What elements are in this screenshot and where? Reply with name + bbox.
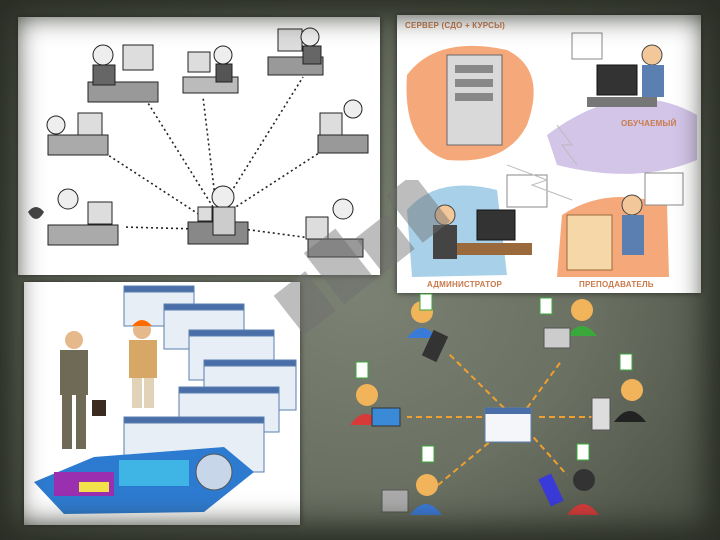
user-monitor-icon — [381, 445, 442, 515]
admin-label: АДМИНИСТРАТОР — [427, 280, 503, 289]
lms-roles-diagram: СЕРВЕР (СДО + КУРСЫ) ОБУЧАЕМЫЙ АДМИНИСТР… — [397, 15, 701, 293]
communication-hub-diagram — [312, 290, 707, 530]
user-phone-icon — [407, 293, 449, 363]
machine-part-icon — [34, 447, 254, 514]
person-at-computer-2-icon — [182, 45, 239, 94]
engineering-drawing — [34, 285, 297, 514]
hub-window-icon — [484, 407, 532, 443]
engineer-icon — [129, 320, 157, 408]
person-at-computer-3-icon — [267, 27, 324, 76]
user-desktop-icon — [539, 297, 597, 349]
person-at-computer-1-icon — [87, 44, 159, 103]
roles-drawing — [406, 32, 697, 277]
admin-workstation-icon — [433, 174, 548, 259]
user-pda-icon — [538, 443, 599, 515]
student-label: ОБУЧАЕМЫЙ — [621, 119, 677, 128]
network-users-drawing — [28, 27, 369, 258]
server-label: СЕРВЕР (СДО + КУРСЫ) — [405, 21, 505, 30]
user-tablet-icon — [591, 353, 646, 431]
person-at-computer-7-icon — [305, 198, 364, 258]
person-at-computer-6-icon — [28, 188, 119, 246]
hub-drawing — [350, 293, 646, 515]
server-icon — [446, 54, 503, 146]
person-at-computer-5-icon — [317, 99, 369, 154]
network-users-illustration — [18, 17, 380, 275]
user-laptop-icon — [350, 361, 401, 427]
central-teacher-icon — [187, 185, 249, 245]
businessman-icon — [60, 331, 106, 449]
engineering-software-collage — [24, 282, 300, 525]
teacher-board-icon — [566, 172, 684, 271]
teacher-label: ПРЕПОДАВАТЕЛЬ — [579, 280, 654, 289]
student-workstation-icon — [571, 32, 664, 107]
person-at-computer-4-icon — [46, 112, 109, 156]
dotted-arrows — [107, 76, 337, 240]
